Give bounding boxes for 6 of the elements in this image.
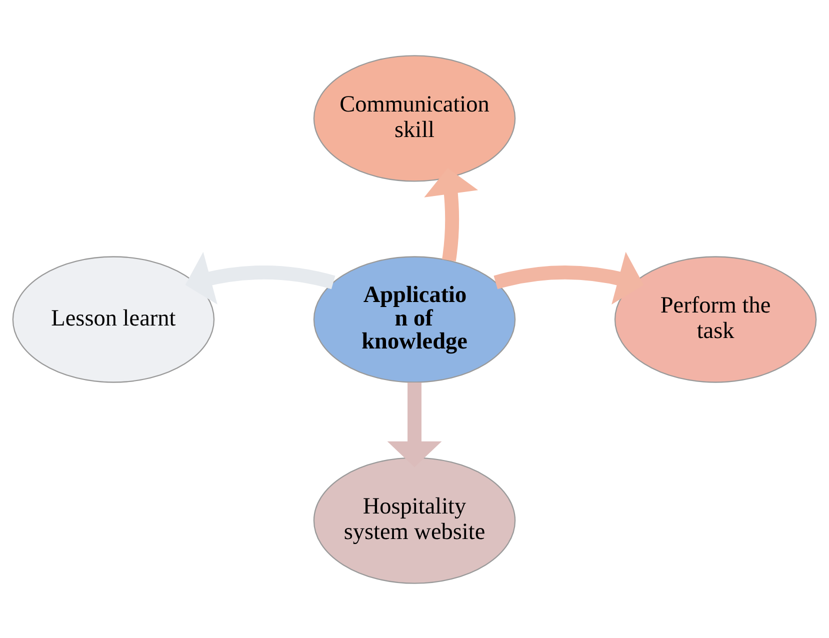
node-ellipse: Perform the task [614, 256, 817, 382]
node-ellipse: Hospitality system website [313, 456, 516, 584]
arrow [185, 251, 336, 304]
node-ellipse: Lesson learnt [12, 256, 215, 382]
node-ellipse: Communication skill [313, 54, 516, 182]
node-ellipse: Applicatio n of knowledge [313, 256, 516, 382]
